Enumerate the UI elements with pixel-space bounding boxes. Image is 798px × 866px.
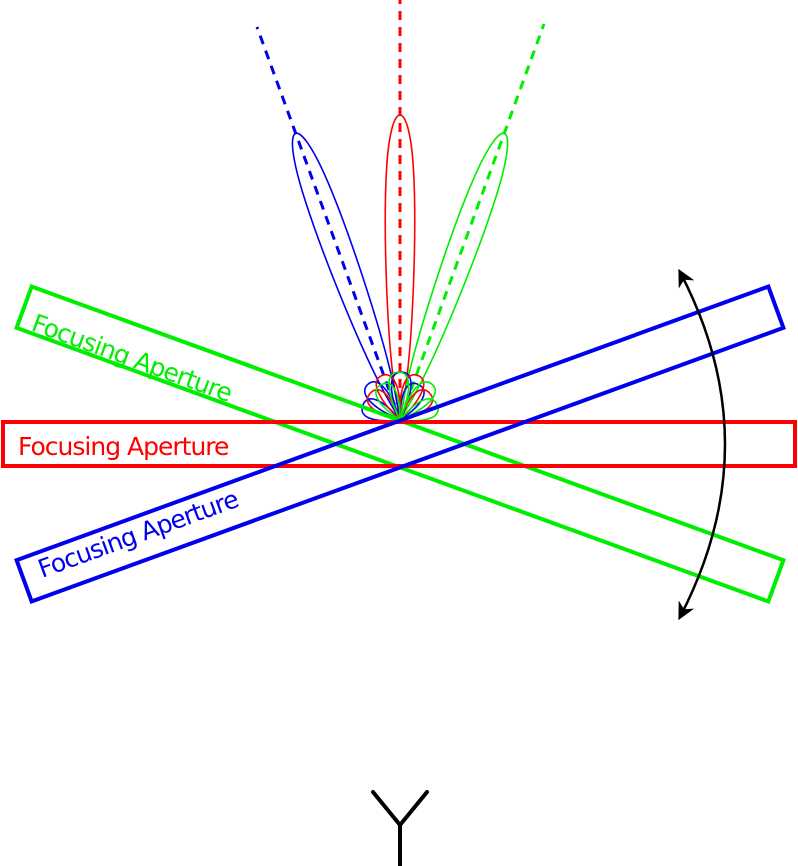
rotation-arrow-icon xyxy=(678,268,727,621)
side-lobe-green xyxy=(398,381,437,422)
main-lobe-red xyxy=(384,114,416,419)
side-lobe-green xyxy=(388,371,410,422)
beam-axis-green xyxy=(398,23,546,421)
beam-axes xyxy=(255,0,546,421)
beam-axis-blue xyxy=(255,26,402,421)
side-lobe-red xyxy=(375,373,401,422)
main-lobes xyxy=(291,114,509,419)
aperture-red-label: Focusing Aperture xyxy=(18,432,229,461)
main-lobe-green xyxy=(399,132,509,419)
aperture-blue-outline xyxy=(14,283,786,605)
aperture-blue-label: Focusing Aperture xyxy=(34,484,242,583)
side-lobe-green xyxy=(375,382,401,422)
side-lobes xyxy=(361,371,439,422)
side-lobe-red xyxy=(399,373,425,422)
antenna-icon xyxy=(371,790,429,866)
main-lobe-blue xyxy=(291,132,401,419)
aperture-blue xyxy=(14,283,786,605)
